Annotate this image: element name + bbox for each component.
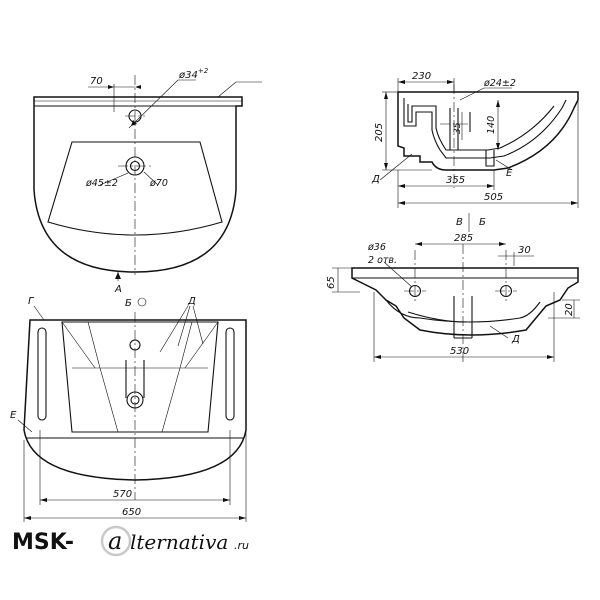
left-slot: [37, 327, 47, 421]
dim-d36: ø36: [367, 242, 386, 253]
label-B-arrow: Б: [125, 298, 132, 309]
dim-30: 30: [518, 245, 531, 256]
label-B-sect: Б: [479, 217, 486, 228]
label-V: В: [456, 217, 463, 228]
dim-70-top: 70: [90, 76, 103, 87]
label-A: A: [114, 284, 122, 295]
side-section: 230 ø24±2 205 35 140 Д E 355: [371, 71, 579, 208]
label-D-front: Д: [187, 296, 196, 307]
watermark-left: MSK-: [12, 530, 74, 555]
dim-285: 285: [454, 233, 473, 244]
right-slot: [225, 327, 235, 421]
back-section-view: 285 30 ø36 2 отв. 65 20 Д 530: [326, 233, 580, 362]
dim-570: 570: [113, 489, 132, 500]
dim-140: 140: [486, 116, 497, 134]
dim-20: 20: [564, 303, 575, 316]
view-b-marker: Б: [125, 297, 147, 309]
label-E-side: E: [506, 168, 513, 179]
label-E-left: E: [10, 410, 17, 421]
dim-d45: ø45±2: [85, 178, 118, 189]
watermark-right: lternativa: [130, 530, 228, 554]
dim-205: 205: [374, 123, 385, 142]
dim-505: 505: [484, 192, 503, 203]
watermark-tld: .ru: [234, 539, 249, 552]
dim-65: 65: [326, 276, 337, 289]
top-view: 70 ø34+2 ø45±2 ø70 A: [33, 67, 262, 295]
label-D-back: Д: [511, 334, 520, 345]
dim-d70: ø70: [149, 178, 168, 189]
dim-355: 355: [446, 175, 465, 186]
label-G: Г: [28, 296, 35, 307]
dim-35: 35: [453, 122, 463, 134]
front-view: Г E Д 570 650: [10, 296, 247, 522]
label-D-side: Д: [371, 174, 380, 185]
watermark-logo: MSK- a lternativa .ru: [12, 525, 249, 557]
dim-230: 230: [412, 71, 431, 82]
dim-2otv: 2 отв.: [368, 255, 397, 266]
watermark-logo-letter: a: [108, 527, 122, 555]
dim-d24: ø24±2: [483, 78, 516, 89]
dim-530: 530: [450, 346, 469, 357]
dim-d34: ø34+2: [178, 67, 209, 81]
dim-650: 650: [122, 507, 141, 518]
section-labels-vb: В Б: [456, 213, 486, 232]
